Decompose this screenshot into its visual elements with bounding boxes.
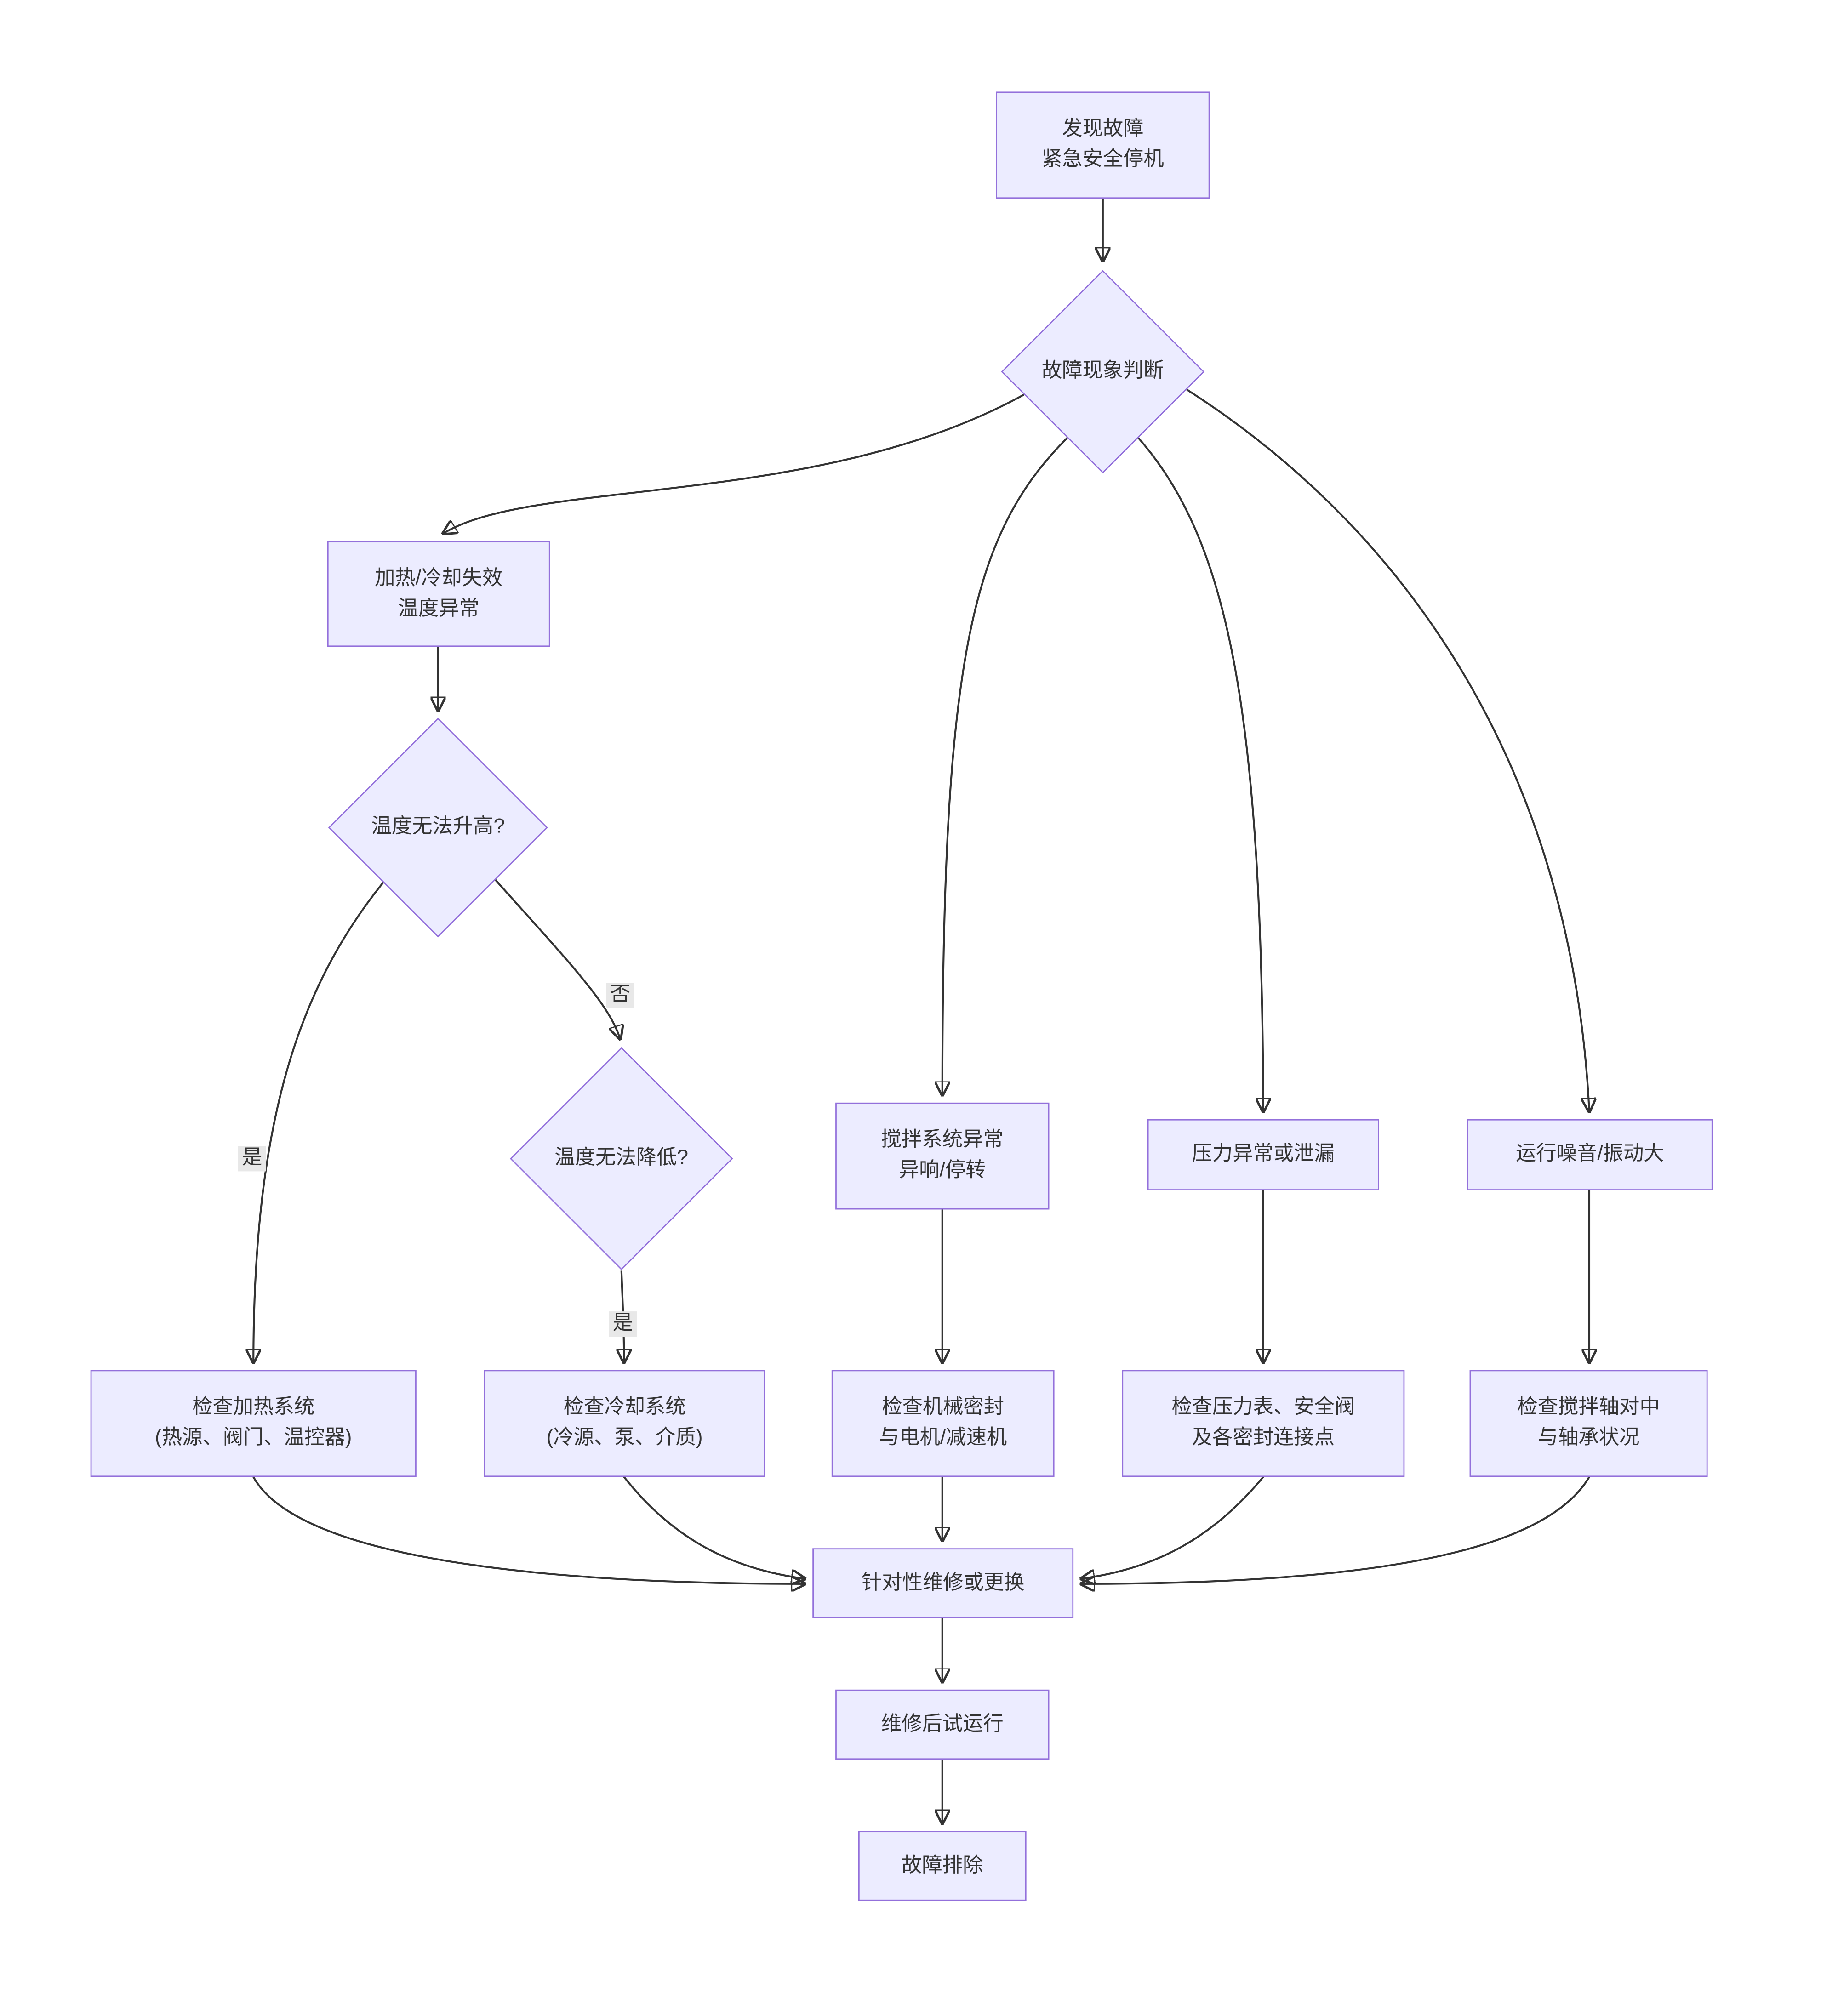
node-check-heating-label: 检查加热系统 (热源、阀门、温控器) [154,1396,352,1449]
node-noise-fault: 运行噪音/振动大 [1467,1119,1713,1190]
edge-label-drop-yes: 是 [609,1311,637,1337]
node-check-cooling: 检查冷却系统 (冷源、泵、介质) [484,1370,765,1477]
edge-label-rise-yes: 是 [238,1146,266,1172]
node-mix-fault: 搅拌系统异常 异响/停转 [835,1102,1050,1210]
node-judge: 故障现象判断 [1001,270,1205,474]
edge-check-pressure-repair [1081,1476,1264,1579]
node-temp-drop-question-label: 温度无法降低? [554,1147,689,1169]
edge-temp-rise-check-heating [253,882,384,1362]
edge-check-cooling-repair [623,1476,805,1579]
node-check-heating: 检查加热系统 (热源、阀门、温控器) [90,1370,417,1477]
node-check-pressure: 检查压力表、安全阀 及各密封连接点 [1122,1370,1405,1477]
node-judge-label: 故障现象判断 [1041,360,1164,382]
node-noise-fault-label: 运行噪音/振动大 [1516,1143,1664,1165]
node-resolved: 故障排除 [858,1831,1027,1901]
edge-judge-temp-fault [443,393,1025,534]
node-check-shaft-label: 检查搅拌轴对中 与轴承状况 [1517,1396,1660,1449]
node-mix-fault-label: 搅拌系统异常 异响/停转 [881,1129,1004,1182]
node-check-cooling-label: 检查冷却系统 (冷源、泵、介质) [546,1396,703,1449]
edge-label-rise-no: 否 [606,983,634,1008]
node-check-pressure-label: 检查压力表、安全阀 及各密封连接点 [1171,1396,1355,1449]
edge-judge-mix-fault [942,437,1068,1095]
node-start-label: 发现故障 紧急安全停机 [1041,118,1164,171]
node-check-seal-label: 检查机械密封 与电机/减速机 [879,1396,1007,1449]
node-temp-fault-label: 加热/冷却失效 温度异常 [375,567,503,620]
node-repair-label: 针对性维修或更换 [861,1572,1025,1594]
node-pressure-fault-label: 压力异常或泄漏 [1192,1143,1335,1165]
node-check-shaft: 检查搅拌轴对中 与轴承状况 [1469,1370,1708,1477]
node-temp-fault: 加热/冷却失效 温度异常 [327,541,550,647]
node-resolved-label: 故障排除 [902,1854,983,1876]
node-pressure-fault: 压力异常或泄漏 [1147,1119,1379,1190]
edge-judge-pressure-fault [1137,437,1263,1111]
node-temp-rise-question: 温度无法升高? [328,718,548,938]
edge-check-shaft-repair [1081,1476,1590,1584]
node-repair: 针对性维修或更换 [812,1548,1074,1618]
node-trial-run: 维修后试运行 [835,1689,1050,1760]
edge-temp-rise-temp-drop [494,879,620,1039]
edge-judge-noise-fault [1186,388,1589,1112]
node-check-seal: 检查机械密封 与电机/减速机 [831,1370,1055,1477]
node-temp-drop-question: 温度无法降低? [509,1047,734,1271]
edge-check-heating-repair [252,1476,805,1584]
node-start: 发现故障 紧急安全停机 [996,91,1210,199]
node-trial-run-label: 维修后试运行 [881,1713,1004,1735]
node-temp-rise-question-label: 温度无法升高? [371,816,505,838]
